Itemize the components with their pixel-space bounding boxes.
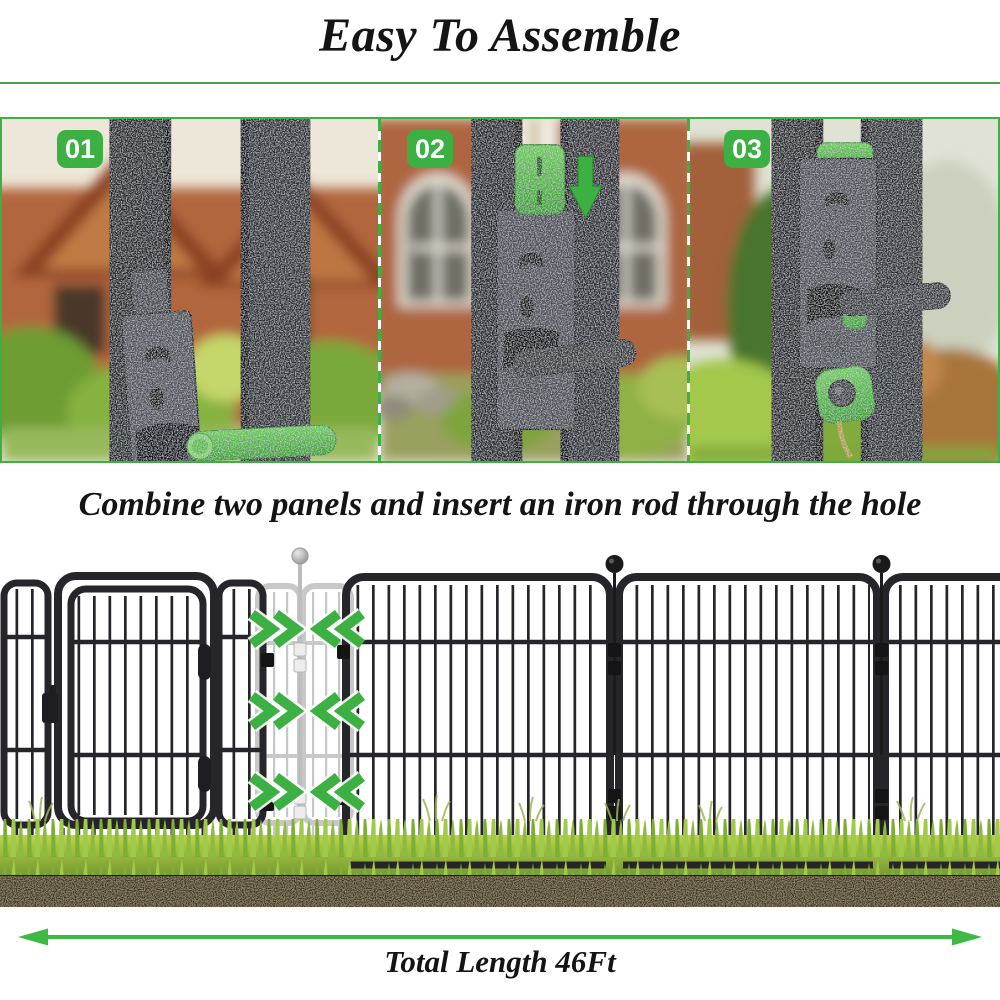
step3-photo	[690, 119, 998, 461]
dashed-separator	[687, 119, 690, 461]
fence-post	[240, 119, 311, 461]
double-chevron-left-icon	[309, 692, 365, 730]
grass-tufts	[28, 794, 926, 822]
instruction-caption: Combine two panels and insert an iron ro…	[78, 486, 922, 523]
fence-diagram	[0, 547, 1000, 907]
step1-photo	[2, 119, 378, 461]
down-arrow-icon	[568, 156, 603, 219]
latch-bracket	[120, 268, 204, 461]
step-number-badge: 01	[57, 130, 103, 168]
iron-rod	[838, 282, 951, 317]
assembly-step-2: 02	[381, 119, 687, 461]
gate-latch	[42, 693, 58, 723]
double-chevron-right-icon	[249, 610, 305, 648]
double-chevron-right-icon	[249, 773, 305, 811]
double-chevron-left-icon	[309, 610, 365, 648]
double-chevron-left-icon	[309, 773, 365, 811]
grass	[0, 794, 1000, 879]
merge-chevrons	[247, 608, 367, 813]
step-number-badge: 03	[724, 130, 770, 168]
green-slide-pin	[514, 143, 566, 215]
fence-panels	[0, 555, 1000, 875]
post-shadow-edge	[240, 119, 249, 461]
assembly-step-1: 01	[2, 119, 378, 461]
double-chevron-right-icon	[249, 692, 305, 730]
gate-hinge	[198, 644, 211, 680]
dashed-separator	[378, 119, 381, 461]
fence-illustration	[0, 545, 1000, 907]
step2-photo	[381, 119, 687, 461]
dirt-ground	[0, 875, 1000, 907]
double-headed-arrow-icon	[18, 928, 982, 946]
iron-rod	[512, 339, 637, 377]
panel-connector	[872, 555, 891, 820]
step-number-badge: 02	[407, 130, 453, 168]
assembly-steps: 01	[0, 117, 1000, 463]
green-iron-rod	[186, 424, 337, 461]
gate-hinge	[198, 756, 211, 792]
assembly-step-3: 03	[690, 119, 998, 461]
hook-opening	[135, 423, 199, 461]
wire-hook	[836, 421, 854, 459]
page-title: Easy To Assemble	[319, 9, 681, 62]
rod-ball-top	[291, 547, 309, 565]
divider-line	[0, 82, 1000, 84]
green-lock-tag	[815, 365, 875, 424]
total-length-label: Total Length 46Ft	[384, 944, 616, 979]
